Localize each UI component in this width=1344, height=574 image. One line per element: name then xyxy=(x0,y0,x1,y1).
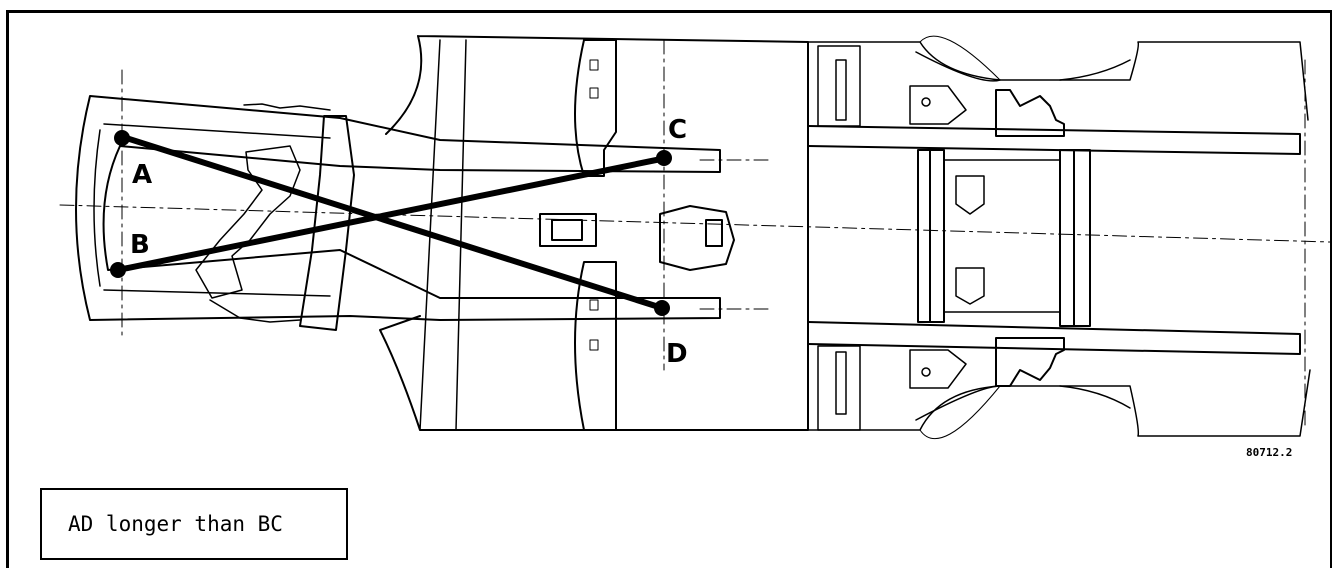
front-frame-outline xyxy=(75,95,721,321)
diagonal-ad xyxy=(117,133,665,311)
figure-frame xyxy=(6,10,1332,568)
floor-pan xyxy=(379,35,809,431)
point-d-marker xyxy=(654,300,670,316)
centerline-horizontal xyxy=(59,204,1331,243)
point-b-marker xyxy=(110,262,126,278)
point-d-label: D xyxy=(666,339,688,369)
spring-mount-lower xyxy=(995,337,1065,387)
tunnel-bracket-right xyxy=(659,205,735,271)
rear-crossmember-front xyxy=(917,149,945,323)
caption-text: AD longer than BC xyxy=(68,512,283,536)
point-a-marker xyxy=(114,130,130,146)
point-c-marker xyxy=(656,150,672,166)
diagonal-bc xyxy=(115,155,669,273)
caption-box: AD longer than BC xyxy=(40,488,348,560)
center-crossmember-upper xyxy=(574,39,617,177)
center-crossmember-lower xyxy=(574,261,617,431)
rear-frame-outline xyxy=(807,125,1301,355)
spring-mount-upper xyxy=(995,89,1065,137)
point-a-label: A xyxy=(132,160,152,190)
point-c-label: C xyxy=(668,115,687,145)
tunnel-bracket-left xyxy=(539,213,597,247)
rear-crossmember-rear xyxy=(1059,149,1091,327)
point-b-label: B xyxy=(130,230,150,260)
figure-code: 80712.2 xyxy=(1246,446,1292,459)
